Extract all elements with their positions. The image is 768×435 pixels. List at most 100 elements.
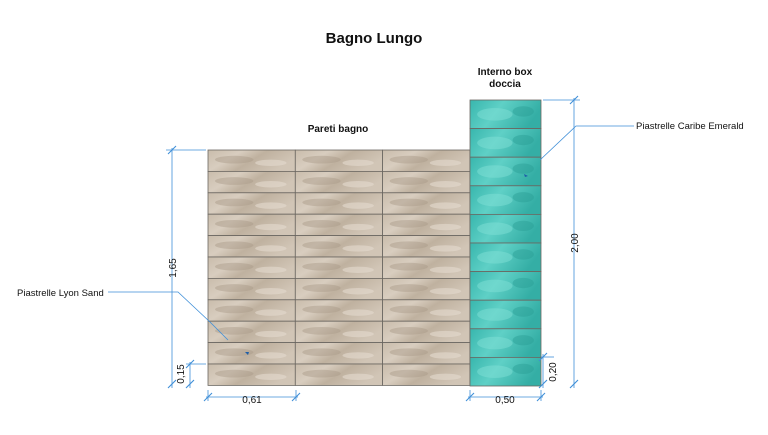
tile-texture bbox=[255, 245, 287, 252]
tile-texture bbox=[255, 330, 287, 338]
tile-texture bbox=[477, 279, 513, 293]
dimension-text-shower-height: 2,00 bbox=[570, 233, 581, 253]
tile-texture bbox=[255, 159, 287, 167]
tile-texture bbox=[302, 348, 341, 357]
tile-texture bbox=[255, 202, 287, 209]
tile-texture bbox=[214, 369, 254, 378]
tile-texture bbox=[342, 352, 374, 359]
wall-section-label: Pareti bagno bbox=[308, 124, 369, 135]
dimension-shower-height: 2,00 bbox=[543, 95, 581, 389]
label-lyon-sand: Piastrelle Lyon Sand bbox=[17, 288, 104, 299]
tile-texture bbox=[512, 306, 534, 317]
tile-texture bbox=[389, 177, 428, 185]
tile-texture bbox=[302, 284, 341, 292]
dimension-emerald-tile-height: 0,20 bbox=[538, 352, 559, 389]
tile-texture bbox=[302, 177, 341, 185]
tile-texture bbox=[255, 352, 287, 359]
dimension-text-sand-tile-width: 0,61 bbox=[242, 395, 262, 406]
tile-texture bbox=[512, 335, 534, 346]
dimension-text-emerald-tile-height: 0,20 bbox=[548, 362, 559, 382]
tile-texture bbox=[477, 222, 513, 235]
tile-texture bbox=[477, 365, 513, 378]
dimension-text-sand-tile-height: 0,15 bbox=[176, 364, 187, 384]
tile-texture bbox=[342, 223, 374, 231]
tile-texture bbox=[429, 245, 462, 252]
dimension-emerald-tile-width: 0,50 bbox=[465, 390, 546, 406]
tile-texture bbox=[214, 177, 254, 185]
tile-texture bbox=[214, 284, 254, 292]
tile-texture bbox=[302, 326, 341, 335]
tile-texture bbox=[477, 336, 513, 350]
emerald-tile-grid bbox=[469, 99, 542, 387]
tile-marker-emerald bbox=[524, 174, 528, 177]
tile-texture bbox=[255, 309, 287, 316]
leader-line-lyon-sand bbox=[108, 291, 229, 341]
tile-texture bbox=[429, 181, 462, 188]
tile-texture bbox=[512, 106, 534, 117]
tile-texture bbox=[214, 326, 254, 335]
tile-texture bbox=[255, 223, 287, 231]
tile-texture bbox=[512, 249, 534, 260]
tile-texture bbox=[389, 326, 428, 335]
tile-texture bbox=[429, 266, 462, 274]
tile-texture bbox=[389, 284, 428, 292]
tile-texture bbox=[342, 202, 374, 209]
tile-texture bbox=[342, 330, 374, 338]
dimension-sand-tile-height: 0,15 bbox=[176, 359, 206, 389]
tile-texture bbox=[389, 198, 428, 207]
tile-texture bbox=[255, 181, 287, 188]
tile-texture bbox=[429, 309, 462, 316]
tile-texture bbox=[512, 220, 534, 231]
tile-texture bbox=[389, 369, 428, 378]
tile-texture bbox=[512, 134, 534, 146]
dimension-text-emerald-tile-width: 0,50 bbox=[495, 395, 515, 406]
tile-texture bbox=[342, 373, 374, 381]
tile-marker-sand bbox=[245, 352, 249, 355]
tile-texture bbox=[512, 163, 534, 174]
tile-texture bbox=[342, 181, 374, 188]
tile-texture bbox=[302, 198, 341, 207]
tile-texture bbox=[429, 288, 462, 295]
leader-line-caribe-emerald bbox=[539, 125, 634, 161]
tile-texture bbox=[302, 155, 341, 164]
tile-texture bbox=[342, 245, 374, 252]
tile-texture bbox=[214, 305, 254, 314]
tile-texture bbox=[302, 369, 341, 378]
shower-section-label-line1: Interno box bbox=[478, 67, 533, 78]
tile-texture bbox=[389, 155, 428, 164]
tile-texture bbox=[214, 219, 254, 228]
tile-texture bbox=[389, 305, 428, 314]
tile-texture bbox=[477, 308, 513, 321]
tile-texture bbox=[477, 108, 513, 121]
tile-texture bbox=[512, 277, 534, 289]
tile-texture bbox=[429, 330, 462, 338]
tile-texture bbox=[342, 159, 374, 167]
dimension-sand-tile-width: 0,61 bbox=[203, 390, 301, 406]
tile-texture bbox=[214, 198, 254, 207]
tile-texture bbox=[302, 305, 341, 314]
sand-tile-grid bbox=[207, 149, 471, 386]
tile-texture bbox=[214, 348, 254, 357]
tile-texture bbox=[255, 266, 287, 274]
tile-texture bbox=[429, 352, 462, 359]
tile-texture bbox=[342, 288, 374, 295]
tile-texture bbox=[342, 266, 374, 274]
tile-texture bbox=[302, 219, 341, 228]
tile-texture bbox=[302, 262, 341, 271]
tile-texture bbox=[302, 241, 341, 250]
dimension-wall-height: 1,65 bbox=[166, 145, 206, 389]
tile-texture bbox=[342, 309, 374, 316]
tile-texture bbox=[429, 223, 462, 231]
tile-texture bbox=[429, 202, 462, 209]
tile-texture bbox=[389, 219, 428, 228]
tile-texture bbox=[512, 192, 534, 203]
tile-texture bbox=[255, 373, 287, 381]
tile-texture bbox=[214, 155, 254, 164]
tile-texture bbox=[214, 241, 254, 250]
tile-texture bbox=[389, 241, 428, 250]
tile-texture bbox=[477, 251, 513, 264]
tile-texture bbox=[429, 159, 462, 167]
dimension-text-wall-height: 1,65 bbox=[168, 258, 179, 278]
page-title: Bagno Lungo bbox=[326, 30, 423, 47]
